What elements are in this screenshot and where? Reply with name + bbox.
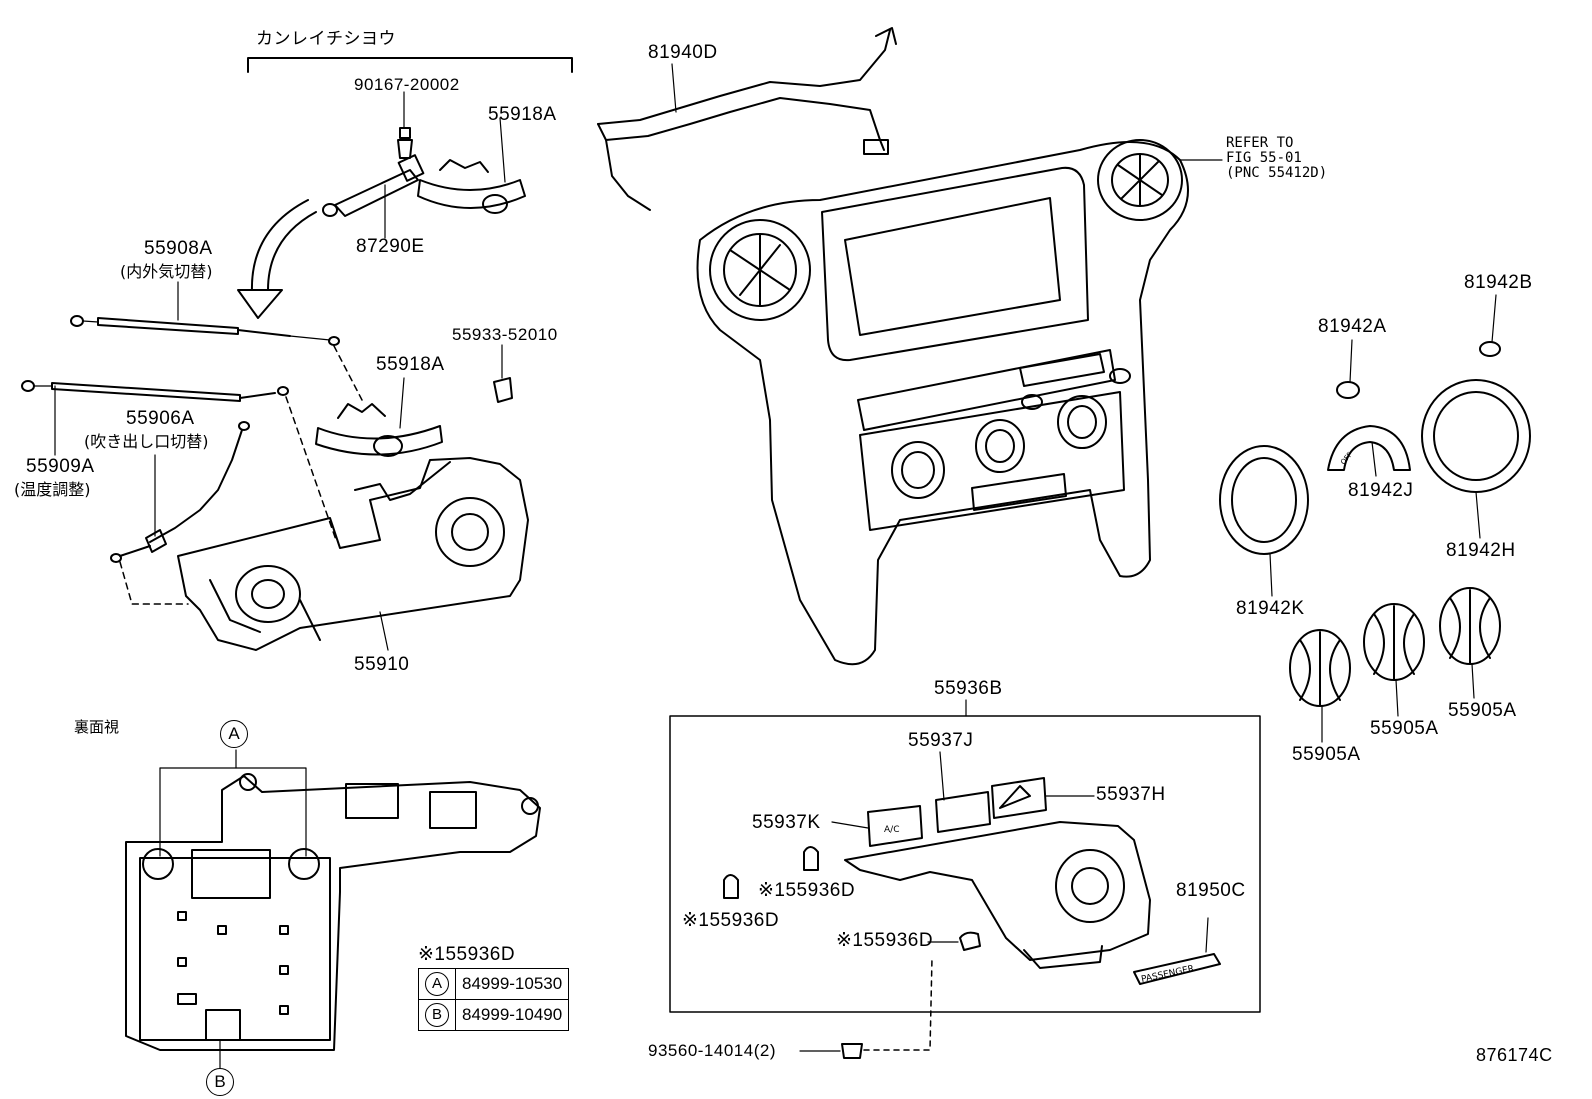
label-81940D: 81940D [648, 42, 718, 63]
label-55918A-top: 55918A [488, 104, 557, 125]
diagram-code: 876174C [1476, 1045, 1553, 1065]
label-81950C: 81950C [1176, 880, 1246, 901]
table-part: 84999-10530 [454, 968, 570, 1000]
label-81942A: 81942A [1318, 316, 1387, 337]
label-55908A: 55908A [144, 238, 213, 259]
table-mark: B [418, 999, 456, 1031]
code-table: A 84999-10530 B 84999-10490 [418, 968, 570, 1031]
cable-55909A [110, 421, 250, 605]
label-81942B: 81942B [1464, 272, 1533, 293]
bulb-155936D-c [927, 931, 981, 951]
label-81942K: 81942K [1236, 598, 1305, 619]
label-55937K: 55937K [752, 812, 821, 833]
table-row: A 84999-10530 [418, 968, 570, 1000]
switch-panel-81950C [1133, 917, 1221, 985]
plate-81942J [1327, 425, 1411, 477]
ring-81942A [1336, 339, 1360, 399]
passenger-label: PASSENGER [1140, 964, 1195, 985]
wire-harness-81940D [597, 27, 897, 211]
label-rear-view: 裏面視 [74, 718, 120, 736]
marker-a: A [220, 720, 248, 748]
label-155936D-a: ※155936D [758, 880, 856, 901]
label-55906A-desc: (吹き出し口切替) [84, 432, 209, 451]
label-55905A-2: 55905A [1370, 718, 1439, 739]
label-155936D-c: ※155936D [836, 930, 934, 951]
ring-81942B [1479, 294, 1501, 357]
label-55918A-mid: 55918A [376, 354, 445, 375]
label-81942J: 81942J [1348, 480, 1414, 501]
bulb-155936D-a [803, 846, 819, 871]
screw-93560-14014 [799, 957, 933, 1059]
lever-55918A-top [417, 117, 526, 214]
label-81942H: 81942H [1446, 540, 1516, 561]
cable-55906A [21, 380, 337, 541]
label-155936D-b: ※155936D [682, 910, 780, 931]
label-55906A: 55906A [126, 408, 195, 429]
marker-b: B [206, 1068, 234, 1096]
bulb-155936D-b [723, 874, 739, 899]
label-87290E: 87290E [356, 236, 425, 257]
label-55937J: 55937J [908, 730, 974, 751]
table-part: 84999-10490 [454, 999, 570, 1031]
cold-region-bracket [247, 57, 573, 73]
clip-55933-52010 [493, 344, 513, 403]
label-55910: 55910 [354, 654, 410, 675]
rod-87290E [322, 154, 425, 239]
knob-55905A-3 [1439, 587, 1501, 699]
control-unit-55910 [177, 457, 529, 651]
off-label: OFF [1339, 451, 1354, 467]
rear-view-bracket [125, 749, 541, 1075]
switch-assembly-box-55936B [669, 699, 1261, 1013]
ac-switch-label: A/C [884, 825, 899, 835]
direction-arrow [237, 199, 317, 319]
center-cluster-panel [696, 139, 1223, 666]
table-mark: A [418, 968, 456, 1000]
label-kanrei: カンレイチシヨウ [256, 29, 396, 48]
ring-81942H [1421, 379, 1531, 539]
label-55933-52010: 55933-52010 [452, 325, 558, 344]
table-title: ※155936D [418, 944, 516, 965]
label-55937H: 55937H [1096, 784, 1166, 805]
label-55909A: 55909A [26, 456, 95, 477]
label-55905A-1: 55905A [1292, 744, 1361, 765]
ring-81942K [1219, 445, 1309, 597]
table-row: B 84999-10490 [418, 999, 570, 1031]
refer-note: REFER TO FIG 55-01 (PNC 55412D) [1226, 135, 1328, 181]
label-90167-20002: 90167-20002 [354, 75, 460, 94]
cable-55908A [70, 281, 363, 401]
switch-assembly-55936B [831, 751, 1151, 969]
label-55908A-desc: (内外気切替) [120, 262, 213, 281]
screw-90167-20002 [397, 91, 413, 159]
label-93560-14014: 93560-14014(2) [648, 1041, 776, 1060]
knob-55905A-2 [1363, 603, 1425, 717]
label-55936B: 55936B [934, 678, 1003, 699]
knob-55905A-1 [1289, 629, 1351, 743]
label-55909A-desc: (温度調整) [14, 480, 91, 499]
lever-55918A-mid [315, 377, 443, 457]
label-55905A-3: 55905A [1448, 700, 1517, 721]
